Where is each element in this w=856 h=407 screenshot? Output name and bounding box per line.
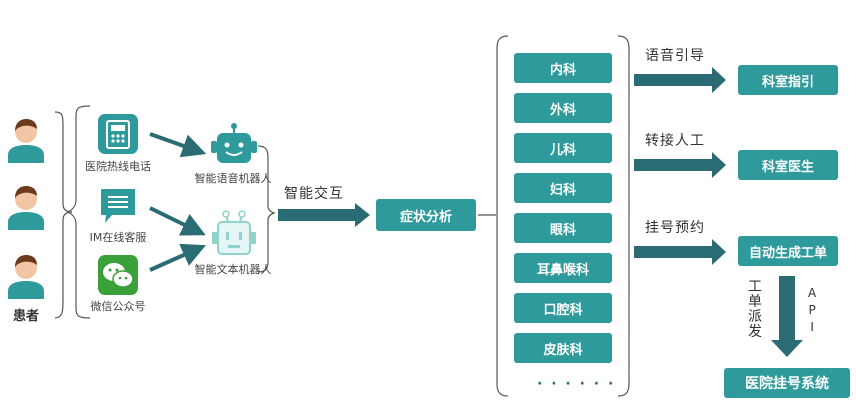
dispatch-arrow [771,276,803,357]
channel-label-phone: 医院热线电话 [85,160,151,173]
output-arrow-3 [634,239,726,265]
dept-box-surgery: 外科 [514,93,612,123]
im-to-textbot-arrow [149,206,206,236]
patient-avatar [6,251,46,299]
output-target-box: 科室指引 [738,65,838,95]
channel-bracket [66,105,91,319]
more-departments-ellipsis: · · · · · · [537,376,616,392]
text-bot-label: 智能文本机器人 [194,263,272,276]
output-target-box: 科室医生 [738,150,838,180]
patient-avatar [6,182,46,230]
patient-avatar [6,115,46,163]
chat-icon [98,186,138,226]
dispatch-right-text: A P I [808,286,817,334]
dept-box-dental: 口腔科 [514,293,612,323]
output-action-label: 转接人工 [645,133,705,149]
dept-box-ent: 耳鼻喉科 [514,253,612,283]
phone-to-voicebot-arrow [149,132,207,158]
channel-label-wechat: 微信公众号 [90,300,146,313]
telephone-icon [98,114,138,154]
text-robot-icon [211,210,257,260]
dept-bracket-left [496,35,509,397]
voice-robot-icon [211,123,257,171]
dept-bracket-right [617,35,630,397]
output-action-label: 语音引导 [645,48,705,64]
symptom-analysis-box: 症状分析 [376,199,476,231]
dispatch-left-text: 工 单 派 发 [748,279,762,340]
wechat-to-textbot-arrow [149,243,206,272]
output-arrow-2 [634,152,726,178]
channel-label-im: IM在线客服 [89,231,147,244]
dept-box-internal: 内科 [514,53,612,83]
hospital-system-box: 医院挂号系统 [724,368,850,398]
dept-box-dermatology: 皮肤科 [514,333,612,363]
bot-bracket [257,145,276,273]
interaction-label: 智能交互 [284,186,344,202]
output-action-label: 挂号预约 [645,220,705,236]
dept-box-gynecology: 妇科 [514,173,612,203]
dept-box-ophthalmology: 眼科 [514,213,612,243]
dept-box-pediatrics: 儿科 [514,133,612,163]
output-target-box: 自动生成工单 [738,236,838,266]
patient-bracket [54,111,73,319]
output-arrow-1 [634,67,726,93]
wechat-icon [98,255,138,295]
voice-bot-label: 智能语音机器人 [194,172,272,185]
interaction-arrow [278,203,370,227]
patient-label: 患者 [12,309,39,324]
